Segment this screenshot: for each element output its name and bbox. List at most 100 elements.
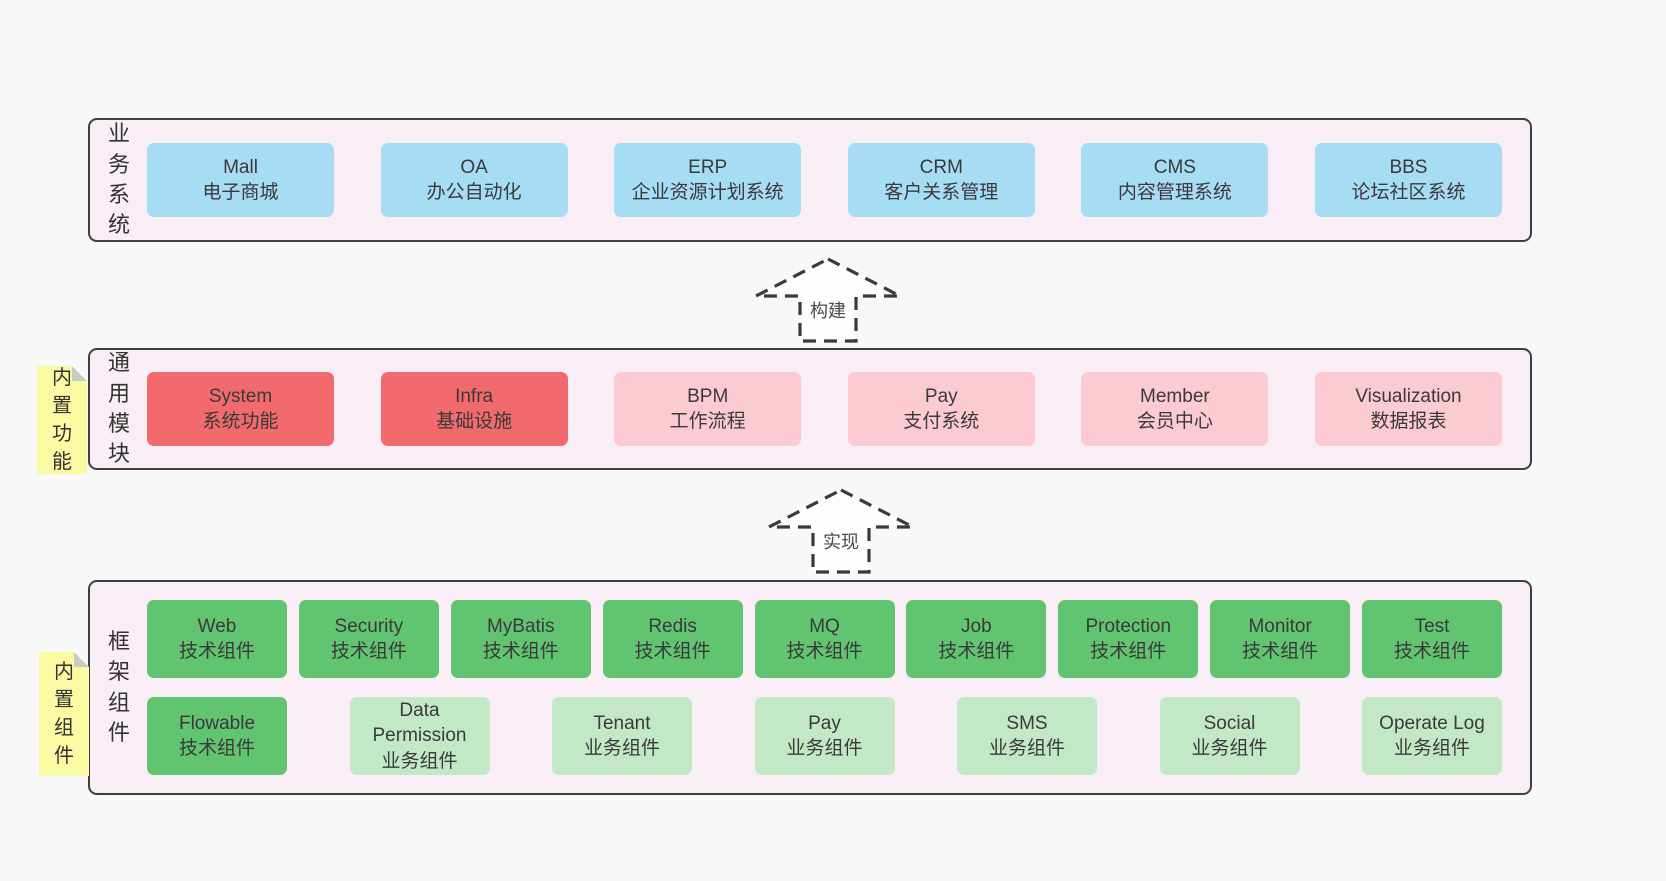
box-title: Flowable — [178, 712, 256, 734]
box-title: Test — [1414, 615, 1450, 637]
module-box-monitor: Monitor 技术组件 — [1210, 600, 1351, 678]
box-subtitle: 技术组件 — [482, 641, 559, 662]
module-box-crm: CRM 客户关系管理 — [847, 143, 1035, 217]
business-systems-boxes: Mall 电子商城 OA 办公自动化 ERP 企业资源计划系统 CRM 客户关系管理 CMS 内容… — [147, 120, 1502, 240]
build-arrow: 构建 — [753, 256, 903, 344]
box-title: Operate Log — [1379, 712, 1485, 734]
box-subtitle: 办公自动化 — [426, 182, 522, 203]
box-title: BBS — [1389, 156, 1428, 178]
box-subtitle: 业务组件 — [786, 738, 863, 759]
module-box-mall: Mall 电子商城 — [147, 143, 334, 217]
module-box-mq: MQ 技术组件 — [754, 600, 895, 678]
band-business-systems-label: 业务系统 — [108, 121, 131, 238]
module-box-test: Test 技术组件 — [1362, 600, 1502, 678]
box-subtitle: 技术组件 — [178, 641, 255, 662]
box-title: OA — [460, 156, 488, 178]
band-common-modules-label: 通用模块 — [108, 350, 131, 467]
module-box-web: Web 技术组件 — [147, 600, 287, 678]
box-title: Tenant — [593, 712, 651, 734]
module-box-social: Social 业务组件 — [1159, 697, 1300, 775]
box-title: Pay — [808, 712, 841, 734]
box-subtitle: 业务组件 — [1191, 738, 1268, 759]
box-title: Pay — [924, 385, 958, 407]
band-business-systems: 业务系统 Mall 电子商城 OA 办公自动化 ERP 企业资源计划系统 CRM 客户关系管理… — [88, 118, 1532, 242]
box-subtitle: 电子商城 — [202, 182, 279, 203]
builtin-features-note: 内置功能 — [37, 366, 87, 474]
box-title: CRM — [919, 156, 963, 178]
box-title: Redis — [648, 615, 697, 637]
module-box-pay: Pay 支付系统 — [847, 372, 1035, 446]
module-box-system: System 系统功能 — [147, 372, 334, 446]
implement-arrow-label: 实现 — [820, 528, 862, 554]
box-subtitle: 业务组件 — [381, 750, 458, 772]
box-title: Protection — [1085, 615, 1172, 637]
box-subtitle: 支付系统 — [903, 411, 980, 432]
module-box-visualization: Visualization 数据报表 — [1314, 372, 1502, 446]
module-box-data-permission: Data Permission 业务组件 — [349, 697, 490, 775]
box-title: Member — [1140, 385, 1210, 407]
box-title: Social — [1203, 712, 1256, 734]
box-title: Infra — [455, 385, 494, 407]
builtin-features-note-label: 内置功能 — [52, 367, 72, 473]
module-box-mybatis: MyBatis 技术组件 — [450, 600, 591, 678]
module-box-operate-log: Operate Log 业务组件 — [1362, 697, 1502, 775]
module-box-cms: CMS 内容管理系统 — [1081, 143, 1269, 217]
builtin-components-note-label: 内置组件 — [54, 661, 74, 767]
box-subtitle: 技术组件 — [330, 641, 407, 662]
box-title: Monitor — [1248, 615, 1312, 637]
build-arrow-label: 构建 — [807, 297, 849, 323]
box-title: MQ — [809, 615, 840, 637]
box-title: Security — [334, 615, 404, 637]
box-subtitle: 客户关系管理 — [884, 182, 999, 203]
box-title: Web — [197, 615, 237, 637]
builtin-components-note: 内置组件 — [39, 652, 89, 776]
box-subtitle: 业务组件 — [988, 738, 1065, 759]
implement-arrow: 实现 — [766, 487, 916, 575]
box-subtitle: 内容管理系统 — [1117, 182, 1232, 203]
box-subtitle: 技术组件 — [786, 641, 863, 662]
box-subtitle: 技术组件 — [938, 641, 1015, 662]
module-box-oa: OA 办公自动化 — [380, 143, 568, 217]
module-box-redis: Redis 技术组件 — [602, 600, 743, 678]
band-framework-components-label: 框架组件 — [108, 628, 131, 745]
module-box-security: Security 技术组件 — [298, 600, 439, 678]
module-box-erp: ERP 企业资源计划系统 — [614, 143, 802, 217]
module-box-member: Member 会员中心 — [1081, 372, 1269, 446]
box-subtitle: 业务组件 — [583, 738, 660, 759]
note-fold-corner — [74, 652, 89, 667]
box-subtitle: 企业资源计划系统 — [631, 182, 784, 203]
module-box-sms: SMS 业务组件 — [957, 697, 1097, 775]
module-box-bbs: BBS 论坛社区系统 — [1314, 143, 1502, 217]
module-box-job: Job 技术组件 — [906, 600, 1047, 678]
box-title: SMS — [1006, 712, 1048, 734]
note-fold-corner — [72, 366, 87, 381]
box-subtitle: 技术组件 — [1242, 641, 1319, 662]
box-title: Data Permission — [372, 700, 467, 747]
box-subtitle: 论坛社区系统 — [1351, 182, 1466, 203]
box-title: ERP — [688, 156, 728, 178]
box-subtitle: 系统功能 — [202, 411, 279, 432]
box-title: Job — [961, 615, 992, 637]
module-box-pay: Pay 业务组件 — [754, 697, 895, 775]
box-title: System — [208, 385, 273, 407]
box-title: Visualization — [1355, 385, 1462, 407]
box-subtitle: 会员中心 — [1136, 411, 1213, 432]
box-subtitle: 技术组件 — [178, 738, 255, 759]
box-title: BPM — [687, 385, 729, 407]
box-title: MyBatis — [486, 615, 555, 637]
box-subtitle: 业务组件 — [1393, 738, 1470, 759]
box-subtitle: 技术组件 — [1393, 641, 1470, 662]
box-subtitle: 工作流程 — [669, 411, 746, 432]
module-box-bpm: BPM 工作流程 — [614, 372, 802, 446]
box-title: Mall — [223, 156, 258, 178]
box-title: CMS — [1153, 156, 1196, 178]
box-subtitle: 数据报表 — [1370, 411, 1447, 432]
box-subtitle: 技术组件 — [634, 641, 711, 662]
